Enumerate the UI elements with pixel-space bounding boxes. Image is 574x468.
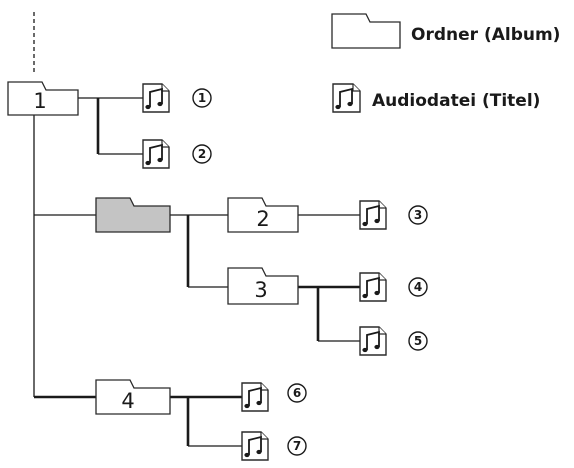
audio-file-6: 6 (241, 382, 307, 412)
music-note-file-icon (359, 326, 387, 356)
legend: Ordner (Album) Audiodatei (Titel) (331, 13, 560, 113)
file-1-number: 1 (198, 91, 206, 105)
folder-selected (95, 197, 171, 233)
legend-folder-icon (331, 13, 401, 49)
file-6-number: 6 (293, 386, 301, 400)
audio-file-5: 5 (359, 326, 428, 356)
folder-2-label: 2 (256, 207, 269, 231)
music-note-file-icon (359, 272, 387, 302)
music-note-file-icon (359, 200, 387, 230)
file-3-number: 3 (414, 208, 422, 222)
file-7-number: 7 (293, 439, 301, 453)
folder-4-label: 4 (121, 389, 134, 413)
music-note-file-icon (142, 83, 170, 113)
audio-file-2: 2 (142, 139, 212, 169)
audio-file-3: 3 (359, 200, 428, 230)
folder-1-label: 1 (33, 89, 46, 113)
folder-4: 4 (95, 379, 171, 415)
legend-folder-label: Ordner (Album) (411, 25, 560, 45)
folder-2: 2 (227, 197, 299, 233)
audio-file-1: 1 (142, 83, 212, 113)
file-5-number: 5 (414, 334, 422, 348)
music-note-file-icon (241, 382, 269, 412)
music-note-file-icon (142, 139, 170, 169)
music-note-file-icon (241, 431, 269, 461)
file-2-number: 2 (198, 147, 206, 161)
legend-audio-file-icon (332, 83, 361, 113)
folder-3-label: 3 (254, 278, 267, 302)
tree-connectors (33, 97, 360, 447)
file-4-number: 4 (414, 280, 422, 294)
legend-file-label: Audiodatei (Titel) (372, 91, 540, 111)
folder-3: 3 (227, 267, 299, 305)
audio-file-4: 4 (359, 272, 428, 302)
folder-1: 1 (7, 81, 79, 116)
audio-file-7: 7 (241, 431, 307, 461)
